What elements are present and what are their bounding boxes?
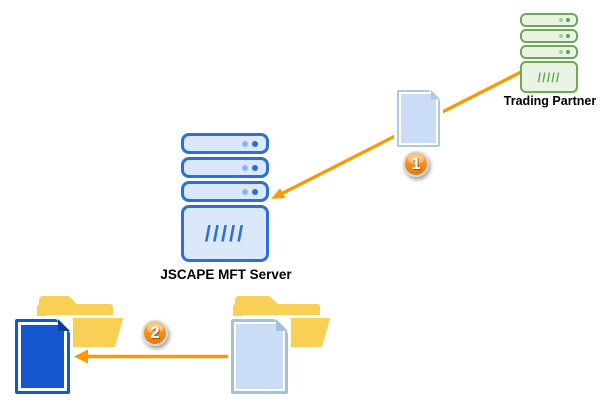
status-leds xyxy=(242,140,258,147)
server-unit xyxy=(181,133,269,154)
led-icon xyxy=(252,164,258,171)
server-unit xyxy=(181,181,269,202)
led-icon xyxy=(242,164,248,171)
status-leds xyxy=(559,18,570,22)
step-2-number: 2 xyxy=(150,323,160,342)
status-leds xyxy=(242,164,258,171)
server-vents-icon: ///// xyxy=(537,69,561,85)
source-file-icon xyxy=(231,319,288,394)
led-icon xyxy=(559,18,563,22)
server-unit xyxy=(520,13,578,27)
destination-file-icon xyxy=(15,319,70,394)
status-leds xyxy=(559,34,570,38)
step-1-badge: 1 xyxy=(403,151,429,177)
server-unit xyxy=(181,157,269,178)
server-vents-icon: ///// xyxy=(204,220,246,246)
server-unit xyxy=(520,29,578,43)
arrow-1-head-icon xyxy=(271,188,286,199)
led-icon xyxy=(566,34,570,38)
led-icon xyxy=(566,50,570,54)
step-1-number: 1 xyxy=(411,154,421,173)
step-2-badge: 2 xyxy=(142,320,168,346)
led-icon xyxy=(252,140,258,147)
led-icon xyxy=(559,50,563,54)
file-document-icon xyxy=(397,90,440,147)
trading-partner-label: Trading Partner xyxy=(503,94,597,108)
status-leds xyxy=(242,188,258,195)
mft-server-label: JSCAPE MFT Server xyxy=(160,267,292,282)
arrow-step-2 xyxy=(74,349,230,364)
server-base: ///// xyxy=(181,205,269,262)
server-base: ///// xyxy=(520,61,578,93)
led-icon xyxy=(559,34,563,38)
led-icon xyxy=(242,188,248,195)
badge-gloss xyxy=(408,154,424,164)
mft-server-icon: ///// xyxy=(181,133,269,262)
led-icon xyxy=(252,188,258,195)
arrow-2-head-icon xyxy=(74,349,88,364)
led-icon xyxy=(566,18,570,22)
server-unit xyxy=(520,45,578,59)
badge-gloss xyxy=(147,323,163,333)
status-leds xyxy=(559,50,570,54)
led-icon xyxy=(242,140,248,147)
trading-partner-server-icon: ///// xyxy=(520,13,578,93)
